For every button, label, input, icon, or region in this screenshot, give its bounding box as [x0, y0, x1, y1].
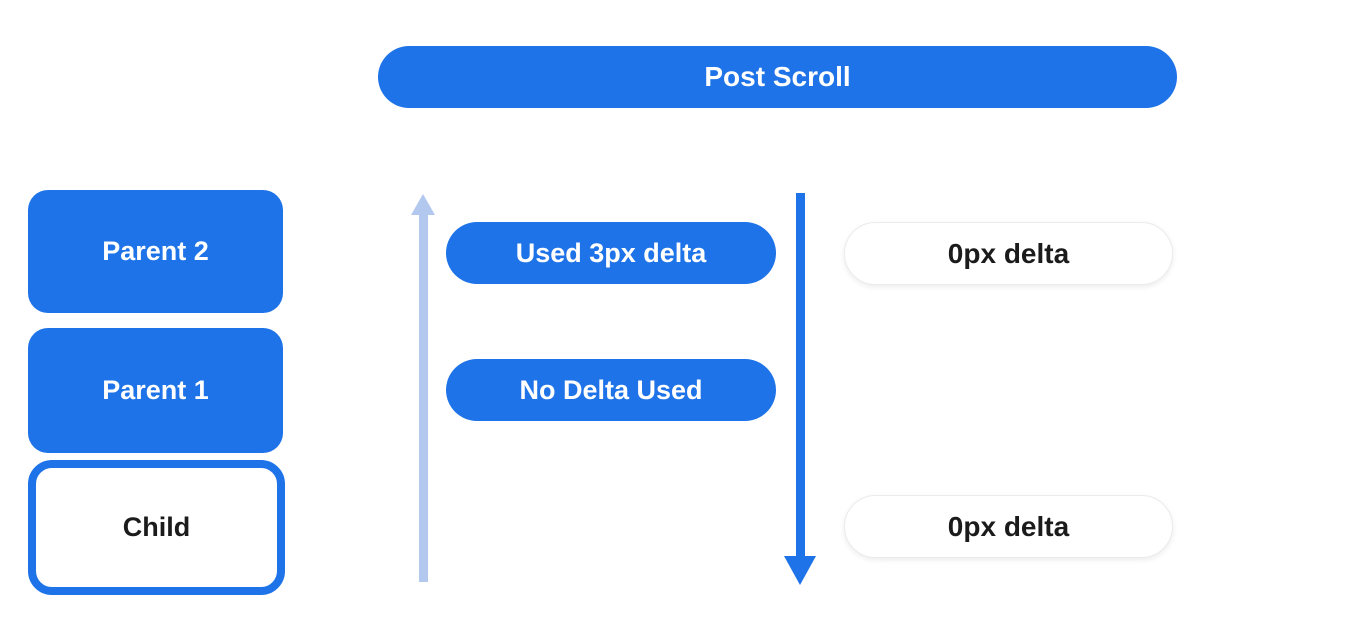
- up-arrow-head: [411, 194, 435, 215]
- node-child: Child: [28, 460, 285, 595]
- up-arrow-shaft: [419, 214, 428, 582]
- pill-used-3px-delta: Used 3px delta: [446, 222, 776, 284]
- node-parent-2: Parent 2: [28, 190, 283, 313]
- node-parent-1: Parent 1: [28, 328, 283, 453]
- down-arrow-shaft: [796, 193, 805, 556]
- pill-no-delta-used: No Delta Used: [446, 359, 776, 421]
- down-arrow-head: [784, 556, 816, 585]
- pill-0px-delta-bottom: 0px delta: [844, 495, 1173, 558]
- post-scroll-header: Post Scroll: [378, 46, 1177, 108]
- pill-0px-delta-top: 0px delta: [844, 222, 1173, 285]
